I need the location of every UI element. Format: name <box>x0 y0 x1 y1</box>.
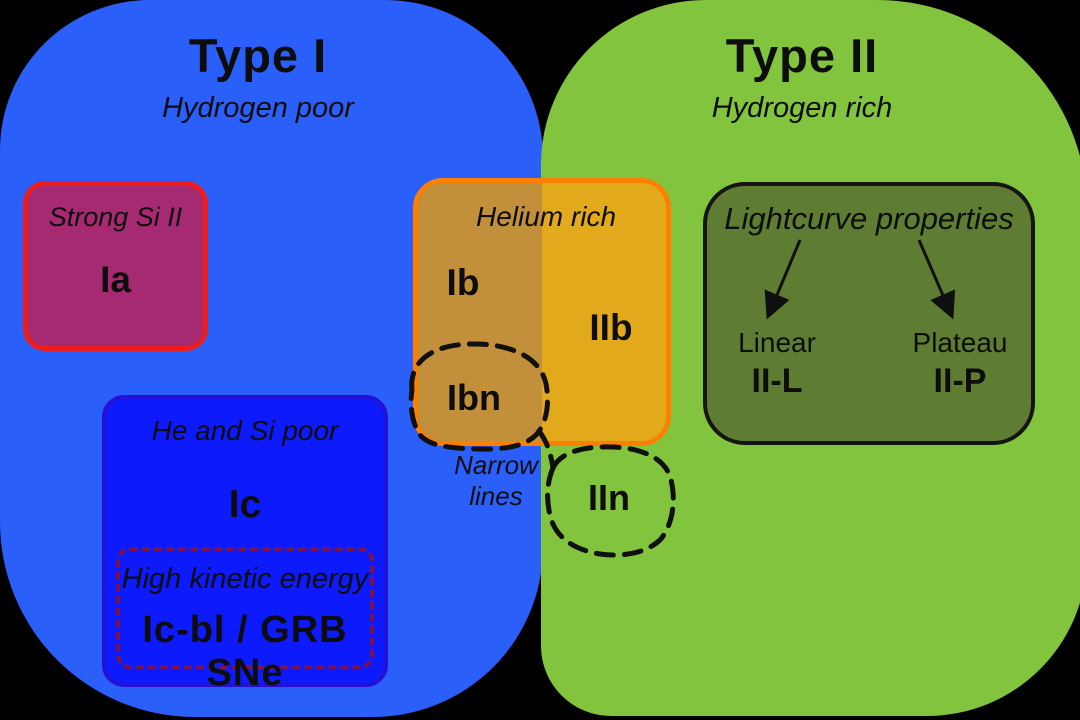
ib-code: Ib <box>446 262 480 303</box>
ic-code: Ic <box>228 483 262 526</box>
helium-box-right-fill <box>542 183 666 441</box>
helium-rich-label: Helium rich <box>475 201 617 232</box>
type1-subtitle: Hydrogen poor <box>162 92 354 124</box>
lightcurve-title: Lightcurve properties <box>724 201 1014 236</box>
ii-p-code: II-P <box>933 362 987 400</box>
ibn-code: Ibn <box>447 377 501 418</box>
plateau-label: Plateau <box>912 327 1008 358</box>
linear-label: Linear <box>738 327 816 358</box>
type2-subtitle: Hydrogen rich <box>711 92 893 124</box>
narrow-lines-label: Narrow lines <box>454 450 538 511</box>
ia-box-label: Strong Si II <box>48 202 183 232</box>
ic-box: He and Si poor Ic High kinetic energy Ic… <box>102 395 388 694</box>
type1-title: Type I <box>188 29 328 82</box>
lightcurve-box: Lightcurve properties Linear II-L Platea… <box>703 182 1035 445</box>
ia-box: Strong Si II Ia <box>23 181 208 351</box>
ia-code: Ia <box>100 259 131 300</box>
ic-bl-code: Ic-bl / GRB SNe <box>142 609 348 694</box>
ic-bl-box-label: High kinetic energy <box>121 563 369 595</box>
iib-code: IIb <box>589 307 633 348</box>
type2-title: Type II <box>725 29 879 82</box>
ic-bl-box: High kinetic energy Ic-bl / GRB SNe <box>116 547 374 694</box>
ii-l-code: II-L <box>751 362 803 400</box>
ic-box-label: He and Si poor <box>151 415 339 446</box>
iin-code: IIn <box>588 477 630 518</box>
